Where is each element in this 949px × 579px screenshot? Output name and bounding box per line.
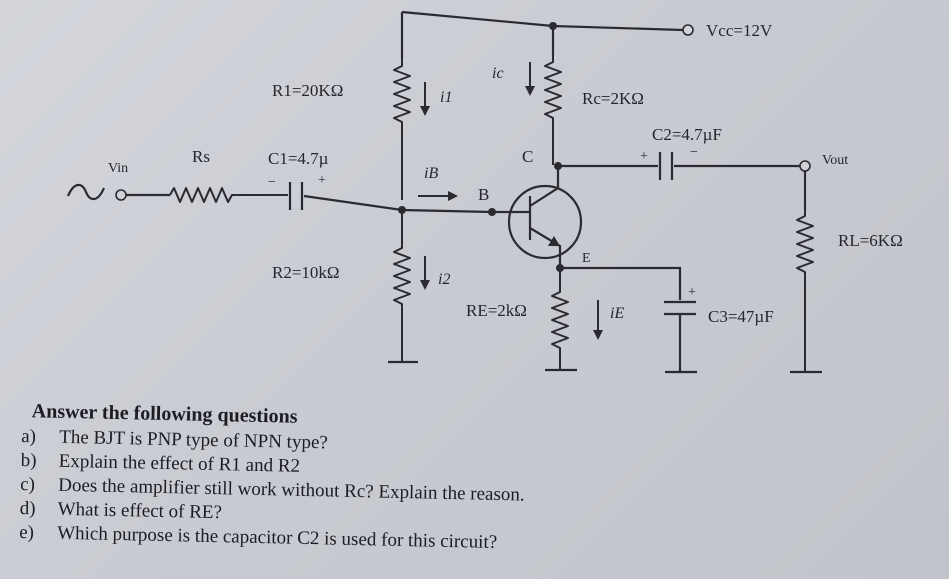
rs-resistor (169, 187, 288, 203)
ic-arrow (525, 62, 535, 96)
rc-resistor (544, 55, 562, 165)
ib-label: iB (424, 165, 438, 182)
emitter-arrow-icon (548, 236, 560, 246)
emitter-bus (560, 266, 682, 300)
question-letter: e) (19, 521, 35, 544)
vcc-rail (400, 10, 684, 58)
c2-minus: − (690, 145, 698, 160)
amplifier-circuit-diagram: Vcc=12V R1=20KΩ i1 Rc=2KΩ ic C C2=4.7µF … (66, 10, 903, 374)
base-wire (303, 194, 493, 214)
r1-resistor (393, 58, 411, 200)
vin-terminal (115, 189, 127, 201)
questions-section: Answer the following questions a)The BJT… (19, 400, 922, 564)
node-e-label: E (582, 251, 591, 266)
question-letter: b) (20, 449, 37, 472)
question-text: What is effect of RE? (57, 498, 223, 524)
ac-source-icon (66, 183, 106, 201)
node-b-label: B (478, 185, 489, 204)
transistor-base-lead (492, 196, 532, 240)
rl-resistor (796, 210, 814, 372)
re-resistor (551, 268, 569, 370)
r1-label: R1=20KΩ (272, 81, 343, 100)
c1-minus: − (268, 175, 276, 190)
c3-plus: + (688, 285, 696, 300)
c2-plus: + (640, 149, 648, 164)
transistor-emitter-lead (529, 227, 562, 268)
c1-label: C1=4.7µ (268, 149, 329, 168)
vcc-terminal (682, 24, 694, 36)
ie-label: iE (610, 305, 624, 322)
c3-label: C3=47µF (708, 307, 774, 326)
rs-label: Rs (192, 147, 210, 166)
vout-label: Vout (822, 153, 848, 168)
r2-label: R2=10kΩ (272, 263, 340, 282)
question-text: The BJT is PNP type of NPN type? (59, 426, 329, 454)
question-letter: a) (21, 425, 37, 448)
ie-arrow (593, 300, 603, 340)
i2-label: i2 (438, 271, 450, 288)
transistor-body (507, 184, 583, 260)
vin-label: Vin (108, 161, 128, 176)
question-letter: d) (19, 497, 36, 520)
ib-arrow (418, 191, 458, 201)
c2-label: C2=4.7µF (652, 125, 722, 144)
rl-label: RL=6KΩ (838, 231, 903, 250)
vout-terminal (799, 160, 811, 172)
question-text: Explain the effect of R1 and R2 (58, 450, 301, 477)
rc-label: Rc=2KΩ (582, 89, 644, 108)
ic-label: ic (492, 65, 504, 82)
transistor-collector-lead (529, 166, 560, 207)
questions-list: a) The BJT is PNP type of NPN type? b) Exp… (19, 425, 921, 564)
i2-arrow (420, 256, 430, 290)
re-label: RE=2kΩ (466, 301, 527, 320)
c1-plus: + (318, 173, 326, 188)
r2-resistor (393, 210, 411, 362)
vcc-label: Vcc=12V (706, 21, 773, 40)
question-letter: c) (20, 473, 36, 496)
i1-arrow (420, 82, 430, 116)
node-c-label: C (522, 147, 533, 166)
i1-label: i1 (440, 89, 452, 106)
